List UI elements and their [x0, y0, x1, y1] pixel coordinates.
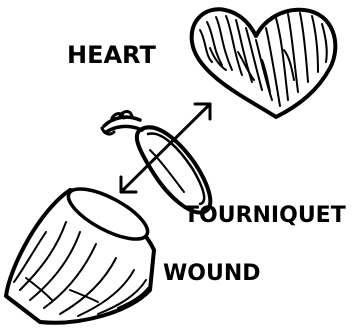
wound-label: WOUND — [163, 263, 261, 285]
heart-label: HEART — [67, 43, 156, 67]
heart-icon — [192, 9, 336, 117]
tourniquet-label: TOURNIQUET — [184, 205, 346, 227]
wound-limb-icon — [6, 179, 154, 322]
tourniquet-icon — [102, 112, 210, 213]
